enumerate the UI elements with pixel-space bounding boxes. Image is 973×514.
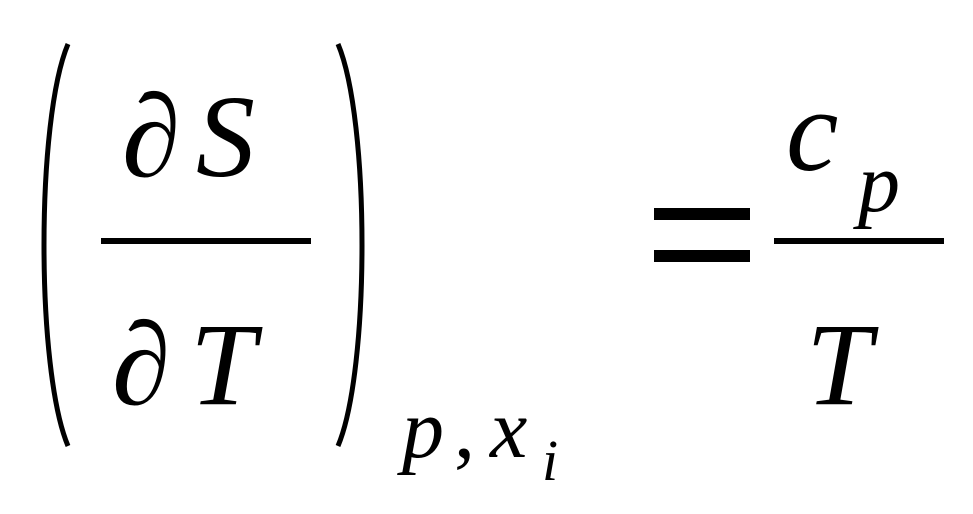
lhs-fraction-bar xyxy=(101,238,311,244)
rhs-numerator-variable: c xyxy=(786,65,839,196)
rhs-fraction-bar xyxy=(774,238,944,244)
right-parenthesis xyxy=(335,43,365,447)
lhs-denominator-partial: ∂ xyxy=(112,299,171,430)
lhs-subscript-x: x xyxy=(490,383,528,476)
rhs-denominator-variable: T xyxy=(806,299,872,430)
left-parenthesis xyxy=(41,43,71,447)
rhs-numerator-subscript: p xyxy=(858,137,900,230)
lhs-subscript-x-index: i xyxy=(542,428,559,493)
lhs-subscript-p: p xyxy=(402,383,444,476)
equals-sign-bottom xyxy=(654,250,750,262)
lhs-subscript-comma: , xyxy=(454,383,475,476)
lhs-denominator-variable: T xyxy=(190,299,256,430)
lhs-numerator-variable: S xyxy=(196,71,255,202)
equals-sign-top xyxy=(654,208,750,220)
lhs-numerator-partial: ∂ xyxy=(122,71,181,202)
